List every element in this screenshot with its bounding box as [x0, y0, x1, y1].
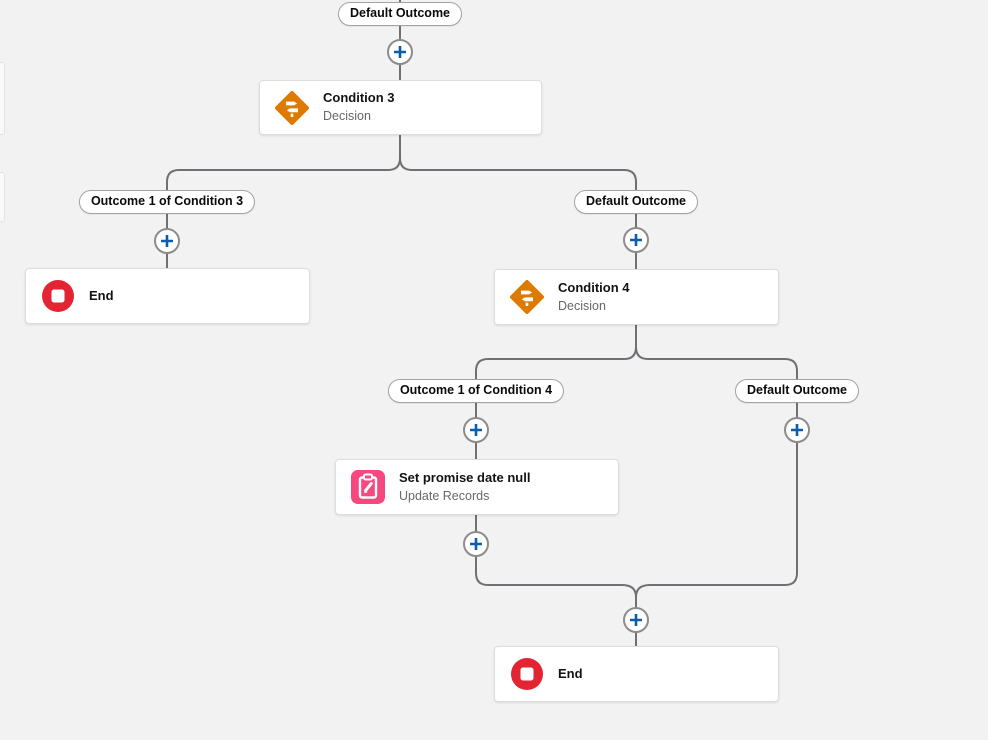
- add-element-button[interactable]: [784, 417, 810, 443]
- update-records-clipboard-pencil-icon: [351, 470, 385, 504]
- offscreen-element-fragment: [0, 62, 5, 135]
- add-element-button[interactable]: [623, 227, 649, 253]
- end-stop-icon: [511, 658, 543, 690]
- flow-node-end-left[interactable]: End: [25, 268, 310, 324]
- node-title: Condition 3: [323, 90, 395, 106]
- add-element-plus-icon: [394, 46, 406, 58]
- flow-node-condition4[interactable]: Condition 4 Decision: [494, 269, 779, 325]
- branch-label-default-outcome-condition4: Default Outcome: [734, 379, 860, 403]
- connector-update-records-to-merge: [475, 513, 637, 598]
- add-element-button[interactable]: [387, 39, 413, 65]
- branch-label-default-outcome-top: Default Outcome: [337, 2, 463, 26]
- node-type-label: Update Records: [399, 488, 490, 503]
- decision-diamond-icon: [510, 280, 544, 314]
- node-title: Set promise date null: [399, 469, 531, 485]
- node-title: Condition 4: [558, 279, 630, 295]
- node-type-label: Decision: [323, 109, 371, 124]
- node-title: End: [89, 287, 114, 303]
- add-element-button[interactable]: [463, 417, 489, 443]
- add-element-plus-icon: [470, 424, 482, 436]
- branch-label-default-outcome-condition3: Default Outcome: [573, 190, 699, 214]
- add-element-button[interactable]: [463, 531, 489, 557]
- add-element-button[interactable]: [623, 607, 649, 633]
- add-element-button[interactable]: [154, 228, 180, 254]
- flow-node-condition3[interactable]: Condition 3 Decision: [259, 80, 542, 135]
- add-element-plus-icon: [791, 424, 803, 436]
- node-title: End: [558, 665, 583, 681]
- decision-diamond-icon: [275, 90, 309, 125]
- end-stop-icon: [42, 280, 74, 312]
- add-element-plus-icon: [630, 234, 642, 246]
- flow-node-end-bottom[interactable]: End: [494, 646, 779, 702]
- node-type-label: Decision: [558, 298, 606, 313]
- add-element-plus-icon: [161, 235, 173, 247]
- add-element-plus-icon: [630, 614, 642, 626]
- flow-node-set-promise-date-null[interactable]: Set promise date null Update Records: [335, 459, 619, 515]
- branch-label-outcome1-condition4: Outcome 1 of Condition 4: [387, 379, 565, 403]
- branch-label-outcome1-condition3: Outcome 1 of Condition 3: [78, 190, 256, 214]
- add-element-plus-icon: [470, 538, 482, 550]
- offscreen-element-fragment: [0, 172, 5, 222]
